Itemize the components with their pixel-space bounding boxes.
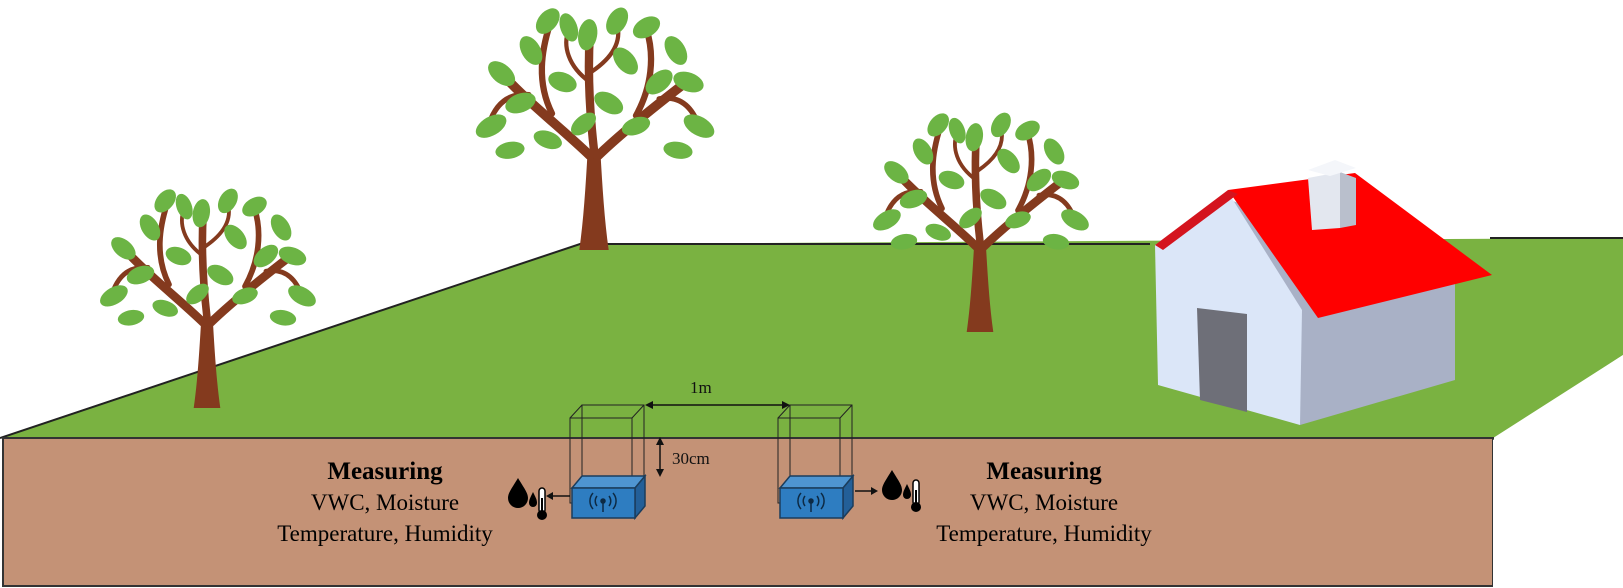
- measure-line1-right: VWC, Moisture: [969, 490, 1119, 515]
- droplet-thermometer-icon: [882, 470, 921, 512]
- arrow-right: [855, 487, 878, 495]
- measure-line1-left: VWC, Moisture: [310, 490, 460, 515]
- measure-heading-right: Measuring: [986, 458, 1102, 485]
- arrow-left: [546, 492, 570, 500]
- wifi-signal-icon: [797, 492, 825, 512]
- measure-heading-left: Measuring: [327, 458, 443, 485]
- spacing-arrow: [645, 401, 790, 409]
- measure-line2-right: Temperature, Humidity: [936, 521, 1152, 546]
- sensor-right: [778, 473, 855, 521]
- depth-label: 30cm: [672, 449, 710, 468]
- measure-label-right: Measuring VWC, Moisture Temperature, Hum…: [912, 456, 1176, 549]
- tree-icon-center: [472, 4, 718, 250]
- house-icon: [1155, 160, 1492, 425]
- grass-edge: [0, 243, 1150, 439]
- measure-line2-left: Temperature, Humidity: [277, 521, 493, 546]
- soil-side: [1493, 355, 1623, 588]
- measure-label-left: Measuring VWC, Moisture Temperature, Hum…: [255, 456, 515, 549]
- sensor-left: [570, 473, 647, 521]
- wifi-signal-icon: [589, 492, 617, 512]
- soil-layer: [2, 437, 1494, 587]
- droplet-thermometer-icon: [508, 478, 547, 520]
- spacing-label: 1m: [690, 378, 712, 397]
- depth-arrow: [656, 437, 664, 477]
